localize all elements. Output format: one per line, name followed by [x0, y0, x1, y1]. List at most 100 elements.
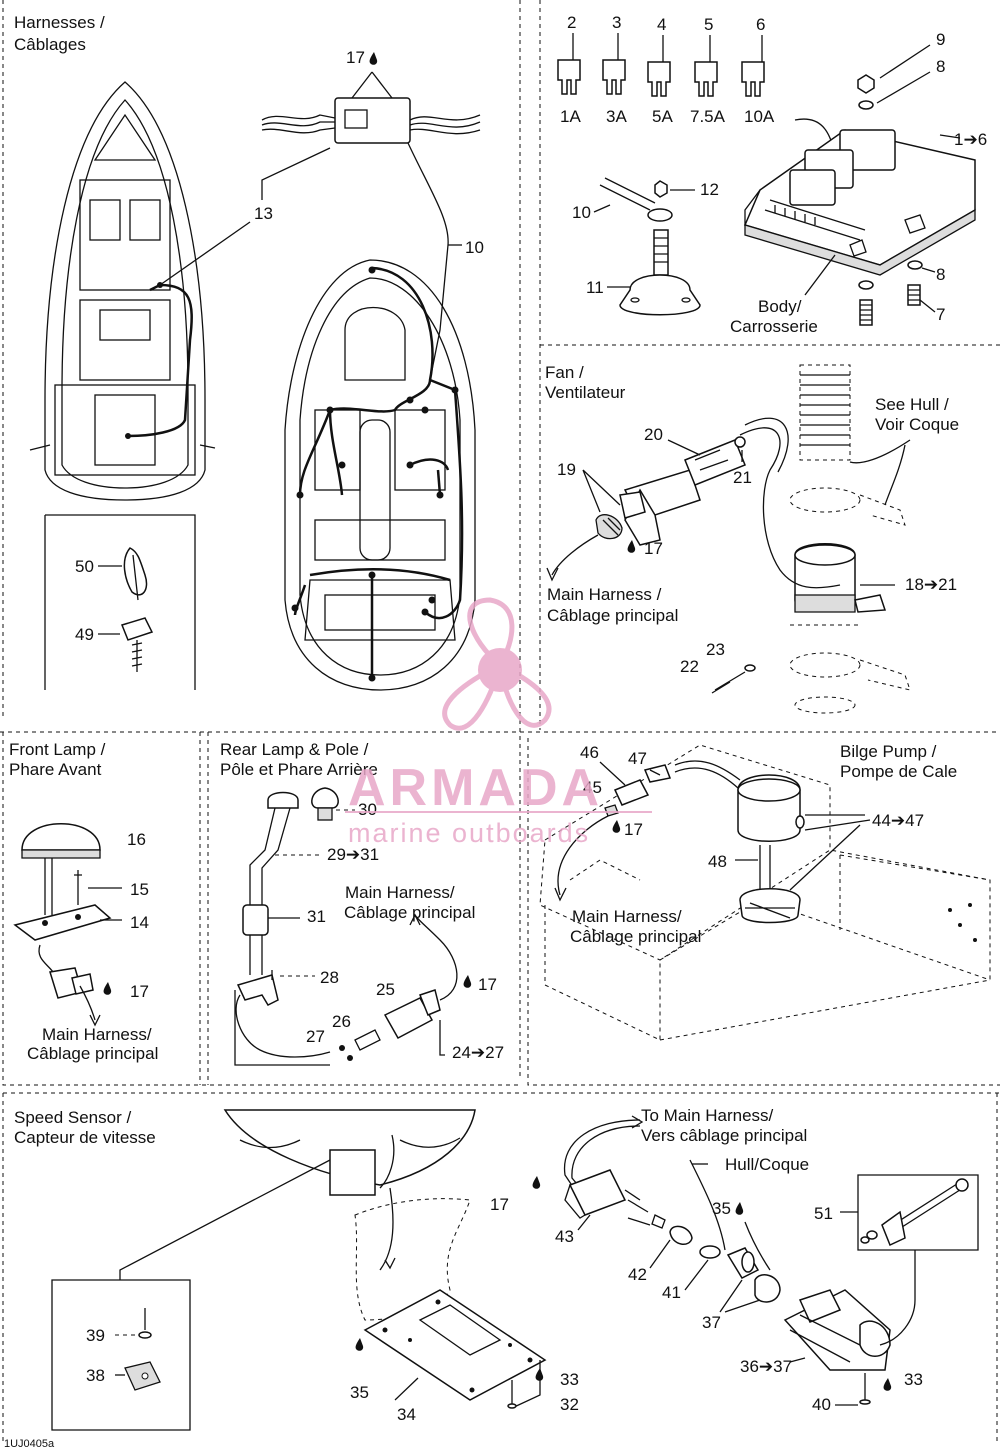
label-part-13: 13 [254, 204, 273, 223]
fuse-rating-4: 7.5A [690, 107, 726, 126]
label-part-29-31: 29➔31 [327, 845, 379, 864]
label-part-45: 45 [583, 778, 602, 797]
bilge-main-harness-line1: Main Harness/ [572, 907, 682, 926]
fan-connector: 20 19 21 17 [546, 417, 841, 589]
label-part-9: 9 [936, 30, 945, 49]
label-part-20: 20 [644, 425, 663, 444]
label-part-47: 47 [628, 749, 647, 768]
see-hull-line2: Voir Coque [875, 415, 959, 434]
speed-title-line2: Capteur de vitesse [14, 1128, 156, 1147]
bilge-title-line1: Bilge Pump / [840, 742, 937, 761]
to-main-harness-line2: Vers câblage principal [641, 1126, 807, 1145]
speed-sensor-panel: Speed Sensor / Capteur de vitesse [14, 1106, 979, 1431]
label-part-36-37: 36➔37 [740, 1357, 792, 1376]
front-lamp-title-line1: Front Lamp / [9, 740, 106, 759]
mounting-plate: 35 34 33 32 [350, 1289, 579, 1424]
fan-title-line2: Ventilateur [545, 383, 626, 402]
label-part-7: 7 [936, 305, 945, 324]
label-part-17c: 17 [130, 982, 149, 1001]
fuses-panel: 2 3 4 5 6 1A 3A 5A 7.5A 10A 1➔6 [557, 13, 987, 336]
label-part-22: 22 [680, 657, 699, 676]
label-part-39: 39 [86, 1326, 105, 1345]
label-part-24-27: 24➔27 [452, 1043, 504, 1062]
label-part-16: 16 [127, 830, 146, 849]
ventilation-duct [789, 364, 911, 526]
label-part-43: 43 [555, 1227, 574, 1246]
label-part-23: 23 [706, 640, 725, 659]
fuse-rating-3: 5A [652, 107, 673, 126]
label-part-37: 37 [702, 1313, 721, 1332]
rear-lamp-title-line1: Rear Lamp & Pole / [220, 740, 369, 759]
watermark-tagline: marine outboards [348, 818, 590, 848]
hull-coque-label: Hull/Coque [725, 1155, 809, 1174]
rear-lamp-title-line2: Pôle et Phare Arrière [220, 760, 378, 779]
fuse-rating-1: 1A [560, 107, 581, 126]
label-part-17f: 17 [490, 1195, 509, 1214]
label-part-51: 51 [814, 1204, 833, 1223]
rear-lamp-main-harness-line2: Câblage principal [344, 903, 475, 922]
label-part-49: 49 [75, 625, 94, 644]
footer-code: 1UJ0405a [4, 1438, 55, 1450]
label-part-34: 34 [397, 1405, 416, 1424]
fuse-rating-5: 10A [744, 107, 775, 126]
label-part-5: 5 [704, 15, 713, 34]
speed-title-line1: Speed Sensor / [14, 1108, 131, 1127]
bilge-connector: 46 47 45 17 [554, 743, 672, 902]
label-part-3: 3 [612, 13, 621, 32]
label-part-33a: 33 [904, 1370, 923, 1389]
label-part-31: 31 [307, 907, 326, 926]
to-main-harness-line1: To Main Harness/ [641, 1106, 774, 1125]
label-part-26: 26 [332, 1012, 351, 1031]
harnesses-panel: Harnesses / Câblages [14, 13, 484, 691]
label-part-48: 48 [708, 852, 727, 871]
front-lamp-panel: Front Lamp / Phare Avant 16 15 14 17 Mai… [9, 740, 158, 1063]
label-part-1-6: 1➔6 [954, 130, 987, 149]
label-part-40: 40 [812, 1395, 831, 1414]
blower-motor: 18➔21 [789, 543, 957, 714]
connector-detail: 17 [261, 48, 481, 144]
fan-panel: Fan / Ventilateur See Hull / Voir Coque … [545, 363, 959, 714]
see-hull-line1: See Hull / [875, 395, 949, 414]
boat-perspective-view [284, 259, 476, 691]
label-part-10b: 10 [572, 203, 591, 222]
label-part-35a: 35 [712, 1199, 731, 1218]
label-part-17e: 17 [624, 820, 643, 839]
bilge-pump: 44➔47 48 [674, 760, 924, 924]
fuses: 2 3 4 5 6 1A 3A 5A 7.5A 10A [557, 13, 841, 160]
label-part-8a: 8 [936, 57, 945, 76]
propeller-logo [442, 597, 552, 731]
label-part-17: 17 [346, 48, 365, 67]
label-part-33b: 33 [560, 1370, 579, 1389]
fuse-rating-2: 3A [606, 107, 627, 126]
fan-title-line1: Fan / [545, 363, 584, 382]
label-part-32: 32 [560, 1395, 579, 1414]
lamp-bulb: 30 29➔31 [275, 787, 379, 864]
rivet: 23 22 [680, 640, 756, 694]
boat-top-view [29, 81, 216, 501]
bilge-main-harness-line2: Câblage principal [570, 927, 701, 946]
hull-bottom [119, 1109, 476, 1321]
fastener-inset: 50 49 [44, 514, 196, 690]
label-part-28: 28 [320, 968, 339, 987]
rear-lamp-panel: Rear Lamp & Pole / Pôle et Phare Arrière… [220, 740, 504, 1066]
label-part-18-21: 18➔21 [905, 575, 957, 594]
label-part-12: 12 [700, 180, 719, 199]
label-part-41: 41 [662, 1283, 681, 1302]
fan-main-harness-line1: Main Harness / [547, 585, 662, 604]
label-part-44-47: 44➔47 [872, 811, 924, 830]
label-part-14: 14 [130, 913, 149, 932]
label-part-11: 11 [586, 278, 604, 297]
speed-sensor-assembly: To Main Harness/ Vers câblage principal … [490, 1106, 979, 1414]
label-part-8b: 8 [936, 265, 945, 284]
front-lamp-main-harness-line2: Câblage principal [27, 1044, 158, 1063]
label-part-17b: 17 [644, 539, 663, 558]
harnesses-title-line1: Harnesses / [14, 13, 105, 32]
fan-main-harness-line2: Câblage principal [547, 606, 678, 625]
label-part-30: 30 [358, 800, 377, 819]
label-part-17d: 17 [478, 975, 497, 994]
label-part-50: 50 [75, 557, 94, 576]
body-label-line1: Body/ [758, 297, 802, 316]
lamp-pole: 31 28 [234, 791, 339, 1066]
